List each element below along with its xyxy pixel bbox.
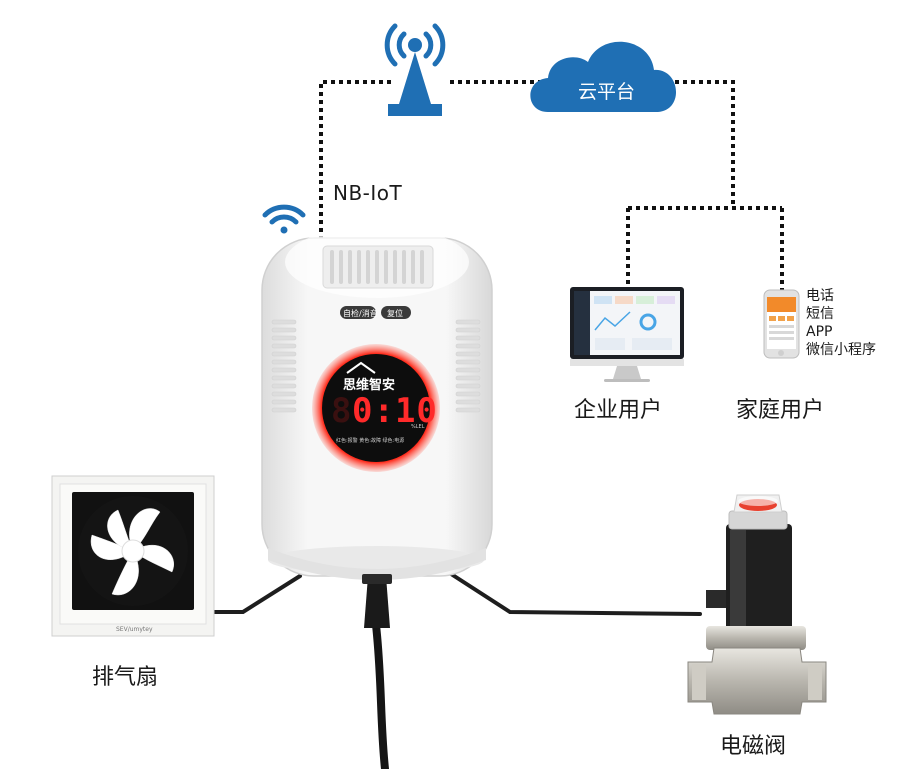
link-detector-to-antenna (319, 80, 395, 240)
left-vent (271, 319, 297, 413)
nbiot-label: NB-IoT (333, 181, 403, 205)
link-cloud-to-users (675, 80, 735, 208)
enterprise-monitor-icon (570, 287, 684, 382)
device-brand: 思维智安 (343, 378, 396, 393)
solenoid-valve-label: 电磁阀 (720, 734, 787, 759)
enterprise-user-label: 企业用户 (574, 398, 663, 423)
gas-detector (261, 226, 493, 628)
wires (210, 570, 702, 616)
fan-brand: SEV/umytey (116, 626, 153, 633)
display-unit: %LEL (411, 424, 425, 430)
notify-method-item: 短信 (806, 306, 834, 322)
right-vent (455, 319, 481, 413)
self-test-button-label: 自检/消音 (343, 309, 378, 318)
network-links (319, 80, 784, 293)
self-test-button (340, 306, 376, 319)
notify-method-item: APP (806, 324, 833, 340)
exhaust-fan (51, 475, 215, 637)
concentration-display: 0:10 (352, 391, 438, 431)
home-logo-icon (346, 361, 376, 374)
wire-to-fan (210, 574, 302, 614)
cloud-platform-label: 云平台 (578, 81, 636, 103)
antenna-icon (384, 23, 446, 116)
top-vent (322, 245, 434, 289)
notify-method-item: 微信小程序 (806, 342, 876, 358)
wire-to-valve (446, 570, 702, 616)
phone-icon (763, 289, 800, 359)
indicator-legend: 红色:报警 黄色:故障 绿色:电源 (336, 438, 405, 444)
solenoid-valve (687, 494, 827, 715)
notify-method-list: 电话 短信 APP 微信小程序 (806, 287, 876, 359)
reset-button-label: 复位 (387, 309, 403, 318)
notify-method-item: 电话 (806, 288, 834, 304)
exhaust-fan-label: 排气扇 (92, 665, 159, 690)
reset-button (381, 306, 411, 319)
family-user-label: 家庭用户 (736, 398, 825, 423)
display-unused-digit: 8 (331, 391, 353, 431)
wifi-icon (262, 204, 306, 234)
cloud-icon (530, 41, 677, 112)
power-cable (372, 621, 389, 769)
